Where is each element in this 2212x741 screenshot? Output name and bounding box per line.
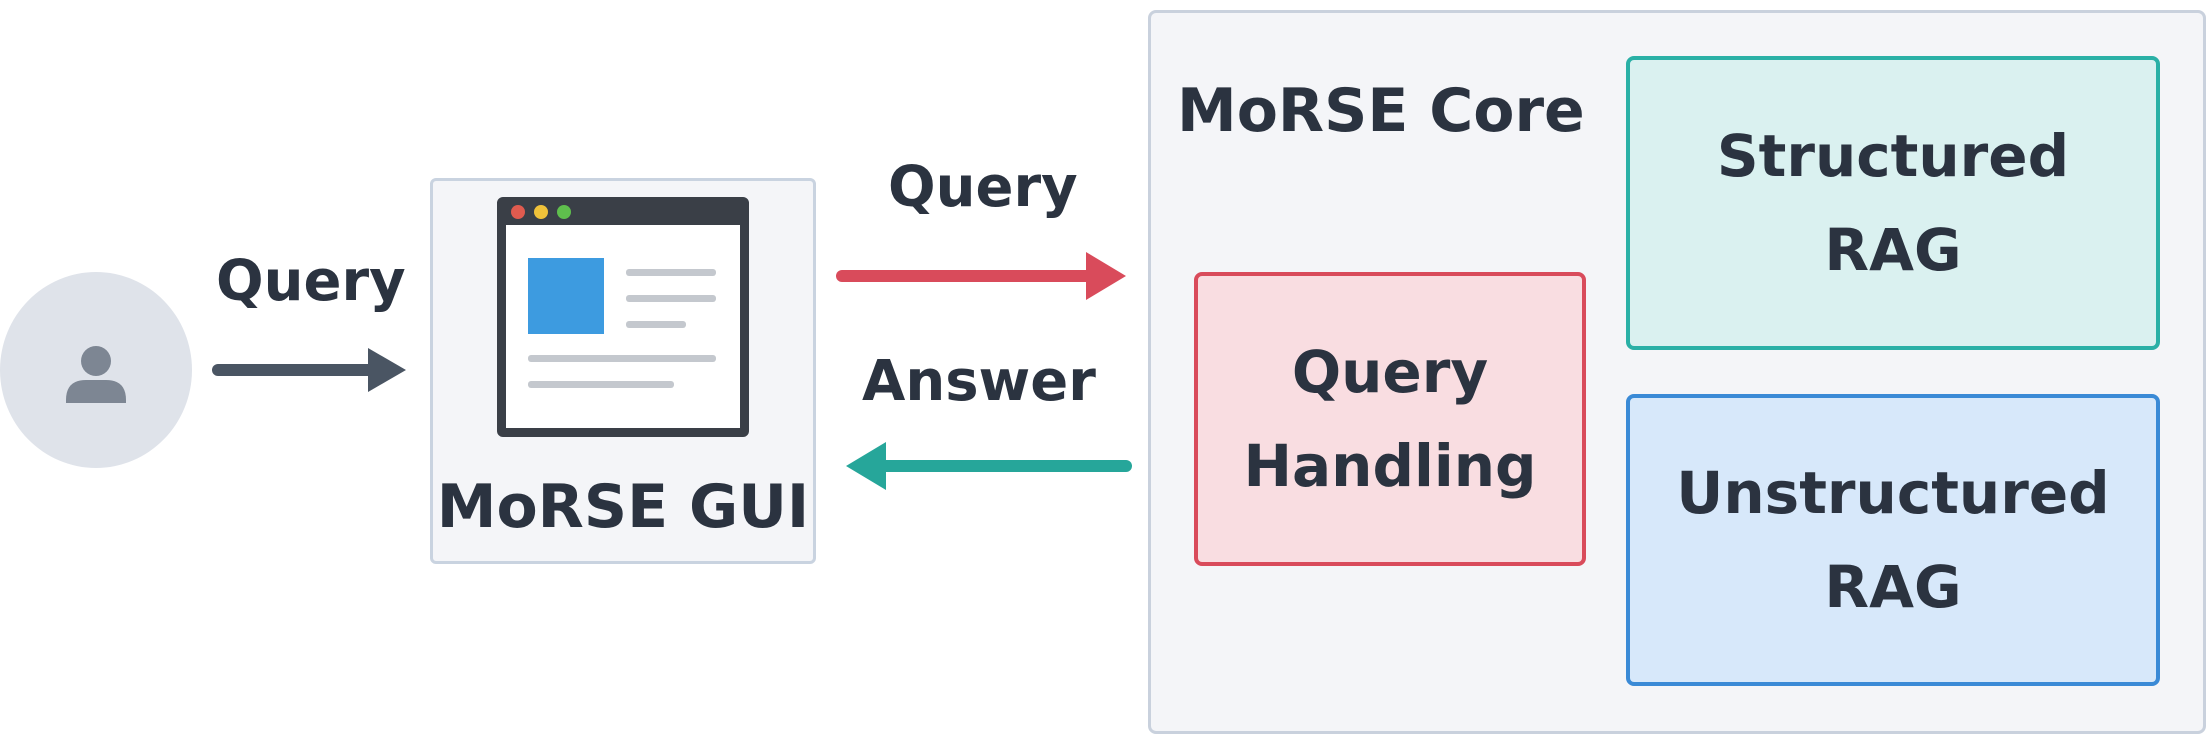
content-line: [626, 295, 716, 302]
structured-rag-line1: Structured: [1716, 122, 2070, 190]
query-handling-box: Query Handling: [1194, 272, 1586, 566]
user-avatar: [0, 272, 192, 468]
user-to-gui-arrow: [212, 348, 406, 392]
query-handling-line2: Handling: [1243, 432, 1537, 500]
query-handling-line1: Query: [1291, 338, 1489, 406]
window-close-dot: [511, 205, 525, 219]
browser-window-icon: [497, 197, 749, 437]
morse-gui-box: MoRSE GUI: [430, 178, 816, 564]
window-maximize-dot: [557, 205, 571, 219]
structured-rag-box: Structured RAG: [1626, 56, 2160, 350]
structured-rag-line2: RAG: [1824, 216, 1962, 284]
morse-core-title: MoRSE Core: [1177, 76, 1585, 146]
content-line: [528, 355, 716, 362]
unstructured-rag-line1: Unstructured: [1676, 459, 2110, 527]
content-image-block: [528, 258, 604, 334]
morse-gui-title: MoRSE GUI: [436, 472, 810, 542]
user-query-label: Query: [216, 249, 406, 314]
core-to-gui-arrow: [846, 442, 1132, 490]
gui-query-label: Query: [888, 155, 1078, 220]
gui-to-core-arrow: [836, 252, 1126, 300]
content-line: [626, 269, 716, 276]
unstructured-rag-box: Unstructured RAG: [1626, 394, 2160, 686]
window-minimize-dot: [534, 205, 548, 219]
content-line: [528, 381, 674, 388]
answer-label: Answer: [862, 349, 1096, 414]
content-line: [626, 321, 686, 328]
user-icon: [66, 346, 126, 403]
unstructured-rag-line2: RAG: [1824, 553, 1962, 621]
